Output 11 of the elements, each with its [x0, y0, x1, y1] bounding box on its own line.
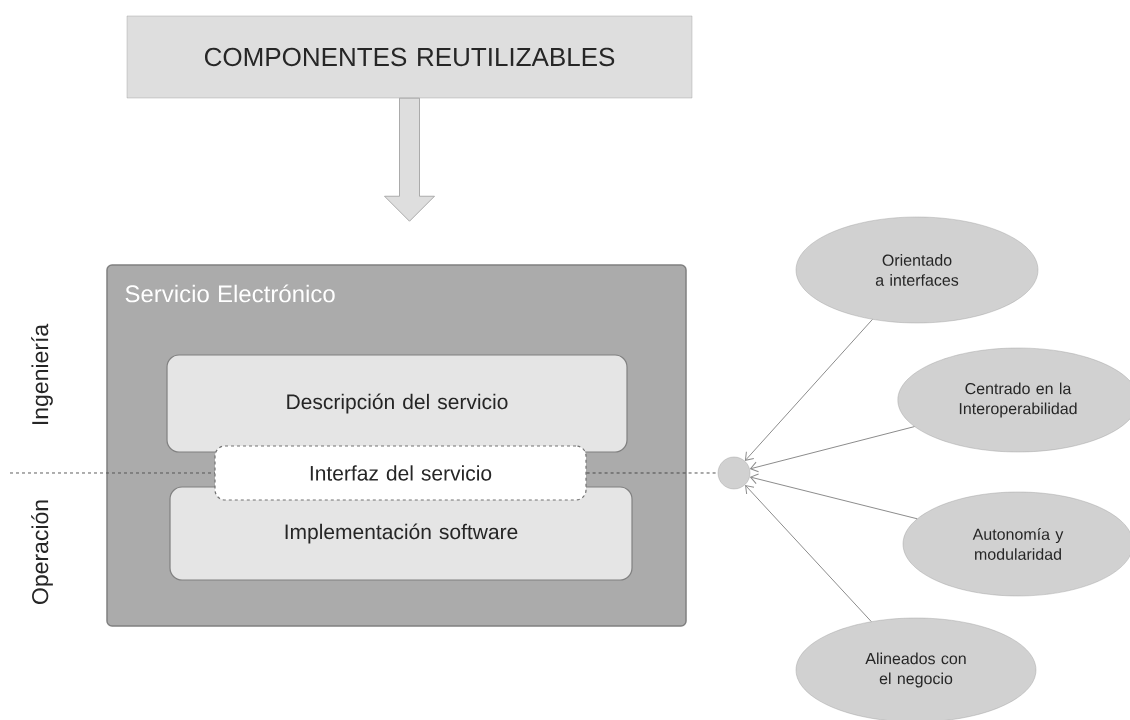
junction-circle — [717, 456, 751, 490]
arrow — [750, 426, 915, 473]
phase-label: Operación — [31, 500, 53, 604]
arrow — [744, 318, 873, 461]
component-box: COMPONENTES REUTILIZABLES — [126, 15, 693, 99]
arrow — [750, 473, 918, 520]
interface-box: Interfaz del servicio — [214, 445, 587, 501]
arrow — [745, 485, 872, 623]
phase-label: Ingeniería — [31, 323, 53, 424]
layer-box: Descripción del servicio — [166, 354, 628, 453]
block-arrow — [384, 97, 435, 222]
